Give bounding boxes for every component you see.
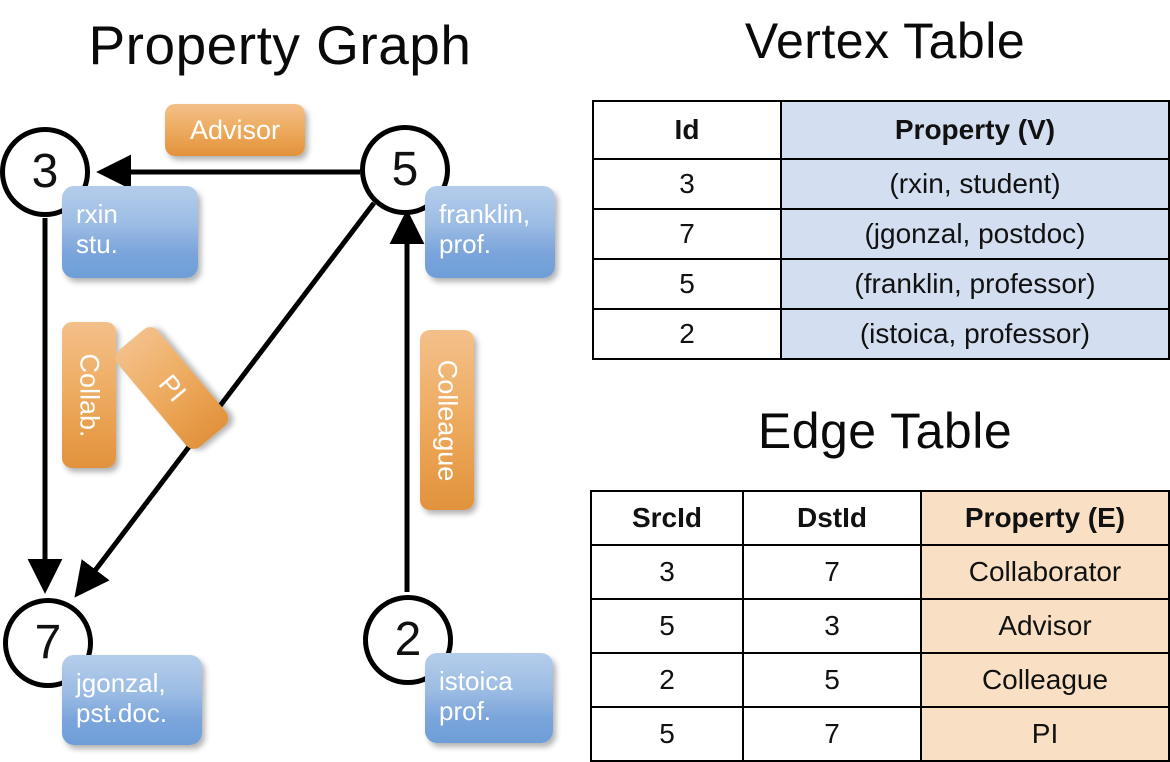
- table-row: 2 5 Colleague: [590, 652, 1170, 708]
- column-header-id: Id: [592, 100, 782, 160]
- edge-label-text: Advisor: [189, 114, 281, 145]
- vertex-property-box-2: istoica prof.: [425, 653, 553, 743]
- column-header-property-e: Property (E): [920, 490, 1170, 546]
- cell-id: 3: [592, 158, 782, 210]
- cell-property: (rxin, student): [780, 158, 1170, 210]
- column-header-dstid: DstId: [742, 490, 922, 546]
- vertex-property-line-1: franklin,: [439, 199, 531, 229]
- cell-dstid: 3: [742, 598, 922, 654]
- cell-dstid: 7: [742, 544, 922, 600]
- table-row: 7 (jgonzal, postdoc): [592, 208, 1170, 260]
- table-header-row: Id Property (V): [592, 100, 1170, 160]
- cell-property: (istoica, professor): [780, 308, 1170, 360]
- cell-id: 7: [592, 208, 782, 260]
- edge-label-collaborator: Collab.: [62, 322, 116, 468]
- vertex-property-box-7: jgonzal, pst.doc.: [62, 655, 202, 745]
- page-title-vertex-table: Vertex Table: [744, 13, 1026, 69]
- page-title-property-graph: Property Graph: [88, 14, 472, 76]
- vertex-property-box-3: rxin stu.: [62, 186, 198, 278]
- table-row: 3 7 Collaborator: [590, 544, 1170, 600]
- edge-label-colleague: Colleague: [420, 330, 474, 510]
- vertex-property-line-1: rxin: [76, 199, 118, 229]
- node-label: 3: [31, 145, 59, 198]
- cell-srcid: 3: [590, 544, 744, 600]
- property-graph-panel: Property Graph 3 5 7 2: [0, 0, 585, 760]
- edge-label-text: Collab.: [74, 352, 105, 438]
- edge-label-text: PI: [152, 368, 193, 408]
- page-title-edge-table: Edge Table: [757, 403, 1013, 459]
- node-label: 7: [34, 616, 62, 669]
- cell-property: Advisor: [920, 598, 1170, 654]
- table-row: 3 (rxin, student): [592, 158, 1170, 210]
- edge-table: SrcId DstId Property (E) 3 7 Collaborato…: [590, 490, 1170, 762]
- cell-property: Collaborator: [920, 544, 1170, 600]
- column-header-property-v: Property (V): [780, 100, 1170, 160]
- table-row: 5 7 PI: [590, 706, 1170, 762]
- cell-id: 2: [592, 308, 782, 360]
- vertex-property-box-5: franklin, prof.: [425, 186, 555, 278]
- vertex-property-line-2: prof.: [439, 229, 492, 259]
- cell-srcid: 5: [590, 706, 744, 762]
- column-header-srcid: SrcId: [590, 490, 744, 546]
- node-label: 5: [391, 143, 419, 196]
- graph-node-2[interactable]: 2: [363, 595, 453, 685]
- cell-srcid: 5: [590, 598, 744, 654]
- vertex-property-line-2: stu.: [76, 229, 118, 259]
- cell-property: (jgonzal, postdoc): [780, 208, 1170, 260]
- vertex-property-line-2: prof.: [439, 696, 492, 726]
- cell-property: (franklin, professor): [780, 258, 1170, 310]
- edge-label-advisor: Advisor: [165, 104, 305, 156]
- edge-5-to-7: [74, 201, 376, 598]
- vertex-property-line-1: jgonzal,: [76, 668, 166, 698]
- cell-dstid: 5: [742, 652, 922, 708]
- cell-srcid: 2: [590, 652, 744, 708]
- table-row: 5 3 Advisor: [590, 598, 1170, 654]
- table-header-row: SrcId DstId Property (E): [590, 490, 1170, 546]
- table-row: 5 (franklin, professor): [592, 258, 1170, 310]
- cell-property: Colleague: [920, 652, 1170, 708]
- edge-label-text: Colleague: [432, 359, 463, 481]
- cell-id: 5: [592, 258, 782, 310]
- cell-property: PI: [920, 706, 1170, 762]
- vertex-property-line-1: istoica: [439, 666, 513, 696]
- cell-dstid: 7: [742, 706, 922, 762]
- node-label: 2: [394, 613, 422, 666]
- vertex-property-line-2: pst.doc.: [76, 698, 168, 728]
- table-row: 2 (istoica, professor): [592, 308, 1170, 360]
- graph-edge-lines: [27, 154, 425, 598]
- vertex-table: Id Property (V) 3 (rxin, student) 7 (jgo…: [592, 100, 1170, 360]
